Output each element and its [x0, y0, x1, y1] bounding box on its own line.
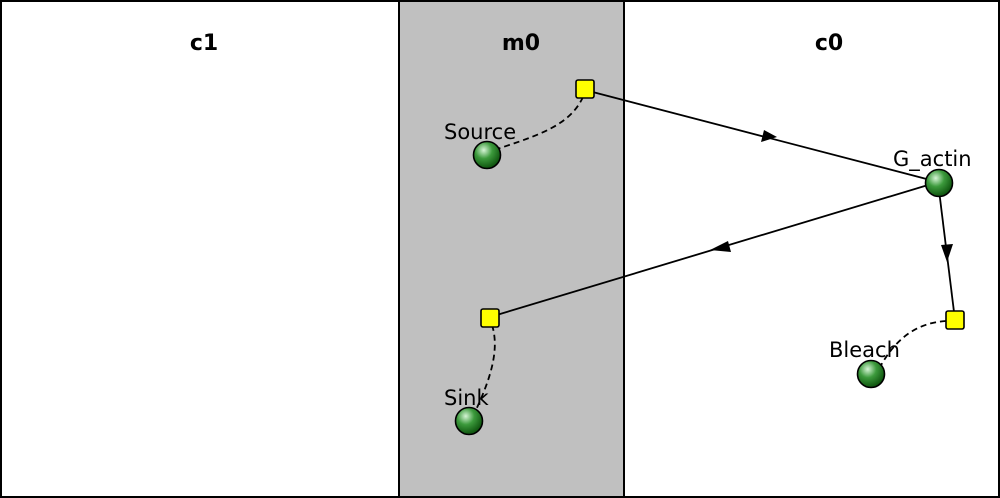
- arrowhead-r2: [941, 244, 953, 262]
- species-label-source: Source: [444, 120, 516, 144]
- species-node-bleach: [856, 359, 886, 389]
- species-node-g-actin: [924, 168, 954, 198]
- arrowhead-r3: [710, 241, 731, 252]
- species-label-g-actin: G_actin: [893, 147, 972, 172]
- modifier-edge-source: [493, 96, 584, 151]
- species-label-sink: Sink: [444, 386, 489, 410]
- species-label-bleach: Bleach: [829, 338, 900, 362]
- compartment-label-c0: c0: [815, 31, 843, 56]
- compartment-m0: [398, 0, 625, 498]
- edge-r1-to-gactin: [584, 89, 939, 183]
- arrowhead-r1: [761, 130, 777, 142]
- modifier-edge-bleach: [879, 320, 947, 368]
- reaction-node-r3: [480, 308, 500, 328]
- reaction-node-r2: [945, 310, 965, 330]
- compartment-label-c1: c1: [190, 31, 218, 56]
- modifier-edge-sink: [474, 324, 496, 413]
- compartment-label-m0: m0: [502, 31, 540, 56]
- compartment-c1: [0, 0, 400, 498]
- species-node-sink: [454, 406, 484, 436]
- compartment-c0: [623, 0, 1000, 498]
- species-node-source: [472, 140, 502, 170]
- reaction-node-r1: [575, 79, 595, 99]
